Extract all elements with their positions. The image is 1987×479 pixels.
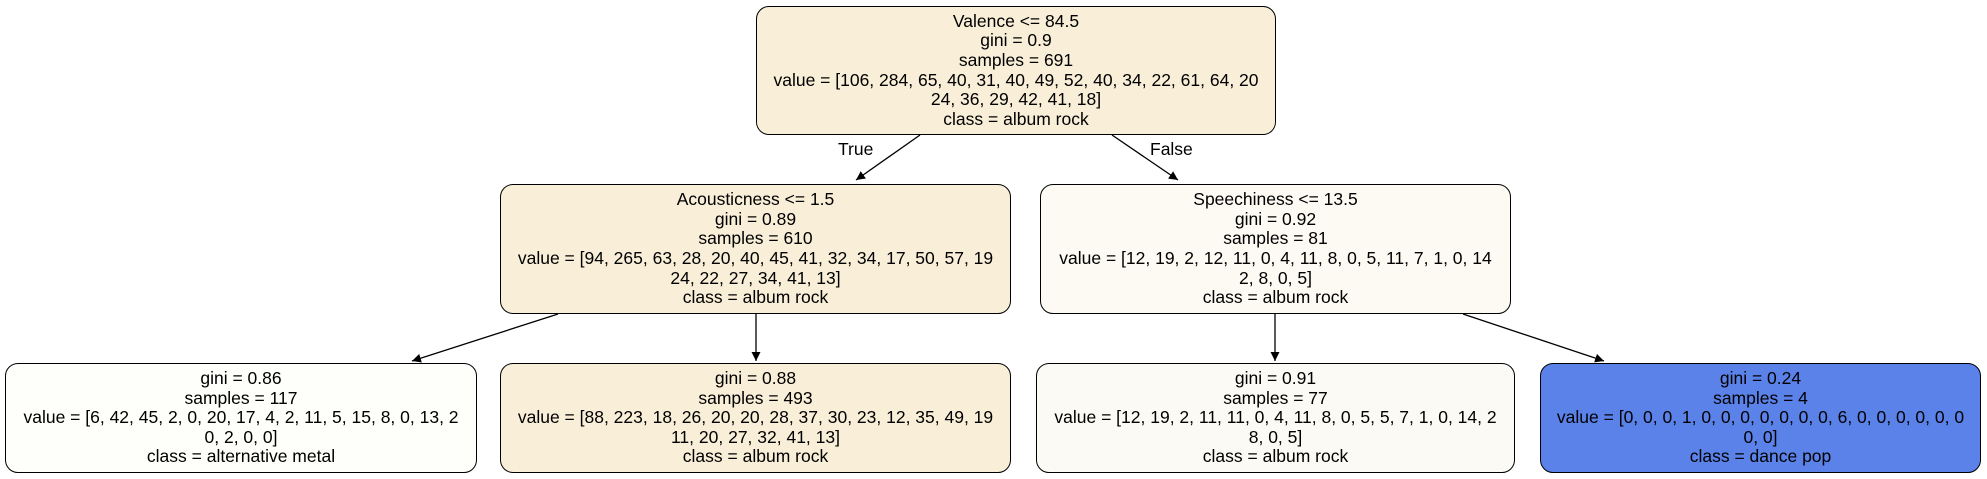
node-value-cont: 8, 0, 5] <box>1248 426 1303 447</box>
tree-leaf-album-rock: gini = 0.88 samples = 493 value = [88, 2… <box>500 363 1011 473</box>
node-value-cont: 24, 22, 27, 34, 41, 13] <box>670 267 841 288</box>
node-gini: gini = 0.91 <box>1234 368 1317 389</box>
node-samples: samples = 691 <box>958 49 1074 70</box>
edge-label-true: True <box>838 139 874 159</box>
edge-left-leaf1 <box>411 313 559 363</box>
node-samples: samples = 117 <box>184 387 298 408</box>
node-class: class = alternative metal <box>146 446 336 467</box>
node-class: class = album rock <box>1202 287 1349 308</box>
node-split-rule: Valence <= 84.5 <box>952 10 1080 31</box>
edge-root-left <box>855 134 921 181</box>
node-split-rule: Acousticness <= 1.5 <box>676 189 835 210</box>
node-class: class = dance pop <box>1689 446 1832 467</box>
node-value: value = [0, 0, 0, 1, 0, 0, 0, 0, 0, 0, 0… <box>1556 407 1965 428</box>
node-value-cont: 24, 36, 29, 42, 41, 18] <box>930 89 1102 110</box>
node-samples: samples = 81 <box>1223 228 1328 249</box>
node-value: value = [106, 284, 65, 40, 31, 40, 49, 5… <box>773 69 1259 90</box>
node-value-cont: 2, 8, 0, 5] <box>1239 267 1312 288</box>
tree-leaf-dance-pop: gini = 0.24 samples = 4 value = [0, 0, 0… <box>1540 363 1981 473</box>
node-value-cont: 0, 2, 0, 0] <box>204 426 278 447</box>
node-gini: gini = 0.88 <box>714 368 797 389</box>
node-gini: gini = 0.86 <box>200 368 282 389</box>
node-gini: gini = 0.92 <box>1234 208 1317 229</box>
node-gini: gini = 0.89 <box>714 208 797 229</box>
node-class: class = album rock <box>682 287 829 308</box>
node-samples: samples = 4 <box>1713 387 1808 408</box>
node-value: value = [94, 265, 63, 28, 20, 40, 45, 41… <box>517 248 994 268</box>
node-value: value = [88, 223, 18, 26, 20, 20, 28, 37… <box>517 407 994 428</box>
node-samples: samples = 610 <box>698 228 813 249</box>
node-class: class = album rock <box>1202 446 1349 467</box>
node-samples: samples = 493 <box>698 387 813 408</box>
node-samples: samples = 77 <box>1223 387 1328 408</box>
tree-node-speechiness: Speechiness <= 13.5 gini = 0.92 samples … <box>1040 184 1511 314</box>
node-gini: gini = 0.9 <box>980 30 1052 51</box>
node-value: value = [12, 19, 2, 12, 11, 0, 4, 11, 8,… <box>1059 248 1492 268</box>
tree-leaf-alternative-metal: gini = 0.86 samples = 117 value = [6, 42… <box>5 363 477 473</box>
node-value-cont: 11, 20, 27, 32, 41, 13] <box>671 426 840 447</box>
node-split-rule: Speechiness <= 13.5 <box>1193 189 1358 210</box>
edge-right-leaf4 <box>1462 313 1605 363</box>
tree-leaf-album-rock-2: gini = 0.91 samples = 77 value = [12, 19… <box>1036 363 1515 473</box>
tree-node-acousticness: Acousticness <= 1.5 gini = 0.89 samples … <box>500 184 1011 314</box>
node-class: class = album rock <box>682 446 829 467</box>
node-value-cont: 0, 0] <box>1743 426 1778 447</box>
edge-root-right <box>1111 134 1179 181</box>
node-gini: gini = 0.24 <box>1719 368 1802 389</box>
node-value: value = [6, 42, 45, 2, 0, 20, 17, 4, 2, … <box>23 407 459 428</box>
node-class: class = album rock <box>943 108 1089 129</box>
tree-node-root: Valence <= 84.5 gini = 0.9 samples = 691… <box>756 6 1276 135</box>
node-value: value = [12, 19, 2, 11, 11, 0, 4, 11, 8,… <box>1054 407 1497 428</box>
edge-label-false: False <box>1150 139 1193 159</box>
